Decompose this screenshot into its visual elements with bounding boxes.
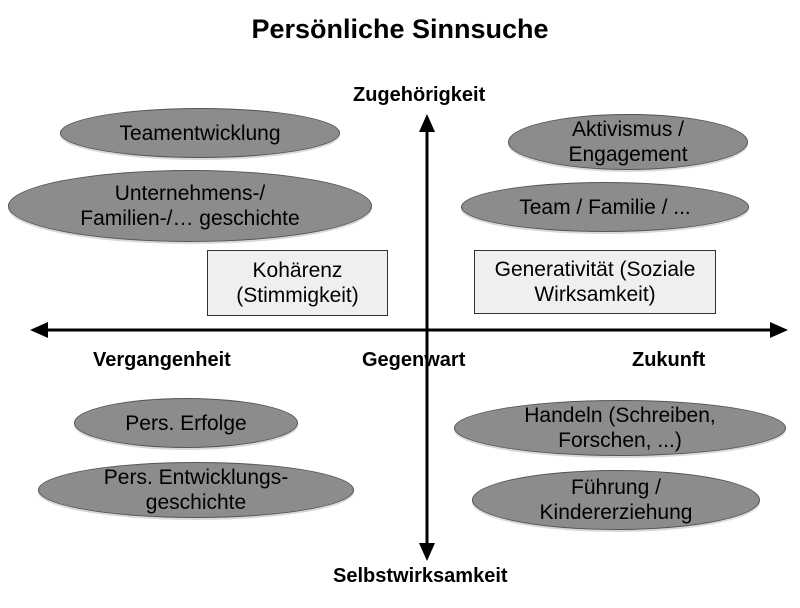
arrow-up-icon: [419, 114, 435, 132]
axis-label-right: Zukunft: [632, 349, 706, 371]
ellipse-team-familie: Team / Familie / ...: [461, 182, 749, 232]
ellipse-aktivismus: Aktivismus / Engagement: [508, 114, 748, 170]
ellipse-handeln: Handeln (Schreiben, Forschen, ...): [454, 400, 786, 456]
ellipse-label: Aktivismus / Engagement: [568, 118, 688, 166]
axis-label-center: Gegenwart: [362, 349, 466, 371]
ellipse-teamentwicklung: Teamentwicklung: [60, 108, 340, 158]
box-label: Generativität (Soziale Wirksamkeit): [494, 258, 696, 306]
box-label: Kohärenz (Stimmigkeit): [236, 259, 359, 307]
ellipse-label: Handeln (Schreiben, Forschen, ...): [524, 404, 716, 452]
box-kohaerenz: Kohärenz (Stimmigkeit): [207, 250, 388, 316]
diagram-title: Persönliche Sinnsuche: [251, 14, 549, 44]
axis-label-bottom: Selbstwirksamkeit: [333, 565, 508, 587]
ellipse-label: Führung / Kindererziehung: [539, 476, 693, 524]
ellipse-pers-erfolge: Pers. Erfolge: [74, 398, 298, 448]
arrow-down-icon: [419, 543, 435, 561]
arrow-left-icon: [30, 322, 48, 338]
ellipse-label: Pers. Entwicklungs- geschichte: [103, 466, 289, 514]
axis-label-top: Zugehörigkeit: [353, 84, 486, 106]
ellipse-fuehrung: Führung / Kindererziehung: [472, 470, 760, 530]
ellipse-label: Team / Familie / ...: [519, 195, 691, 219]
axis-label-left: Vergangenheit: [93, 349, 231, 371]
ellipse-unternehmensgeschichte: Unternehmens-/ Familien-/… geschichte: [8, 170, 372, 242]
arrow-right-icon: [770, 322, 788, 338]
ellipse-label: Unternehmens-/ Familien-/… geschichte: [80, 182, 300, 230]
ellipse-pers-entwicklungsgeschichte: Pers. Entwicklungs- geschichte: [38, 462, 354, 518]
box-generativitaet: Generativität (Soziale Wirksamkeit): [474, 250, 716, 314]
ellipse-label: Teamentwicklung: [119, 121, 281, 145]
ellipse-label: Pers. Erfolge: [125, 411, 247, 435]
